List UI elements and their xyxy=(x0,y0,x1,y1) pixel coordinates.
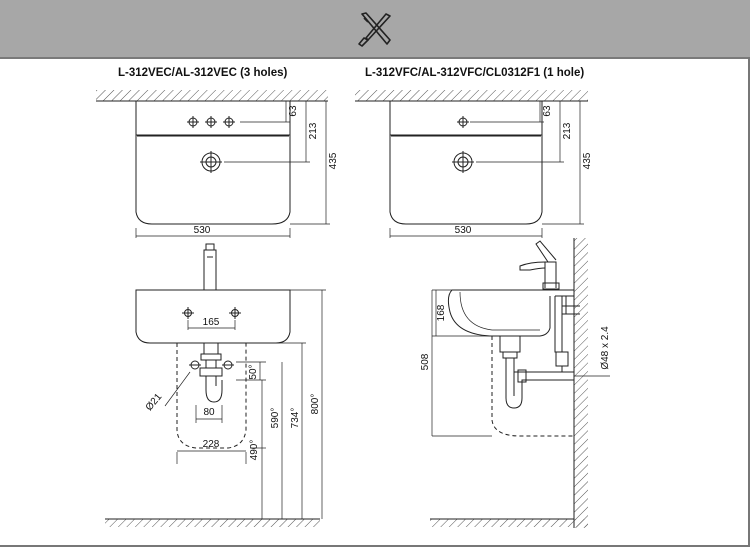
dim-basin-width: 530 xyxy=(194,225,211,236)
right-side-dims: 168 508 Ø48 x 2.4 xyxy=(420,304,611,370)
dim-inlet-height: 590° xyxy=(270,408,281,429)
dim-tap-spacing: 165 xyxy=(203,317,220,328)
wrench-screwdriver-icon xyxy=(358,12,391,47)
right-model-title: L-312VFC/AL-312VFC/CL0312F1 (1 hole) xyxy=(365,67,585,79)
dim-waste-diameter: Ø21 xyxy=(144,391,165,413)
dim-bowl-height: 168 xyxy=(436,304,447,321)
dim-basin-width: 530 xyxy=(455,225,472,236)
basin-side xyxy=(447,289,574,337)
dim-pedestal-height: 490° xyxy=(249,440,260,461)
wall-hatch xyxy=(96,90,328,101)
header-divider xyxy=(0,57,750,59)
dim-pedestal-width: 228 xyxy=(203,439,220,450)
dim-total-height: 508 xyxy=(420,353,431,370)
dim-waste-depth: 213 xyxy=(308,122,319,139)
tap-hole xyxy=(457,116,469,128)
trap-pipe xyxy=(505,378,574,409)
tap-holes xyxy=(187,116,235,128)
pedestal-outline xyxy=(176,343,247,449)
faucet-spout xyxy=(519,261,546,271)
right-top-dims: 530 63 213 435 xyxy=(455,105,593,236)
faucet-lever xyxy=(535,240,557,263)
dim-trap-height: 50° xyxy=(248,364,259,379)
dim-tap-offset: 63 xyxy=(288,105,299,117)
left-top-dims: 530 63 213 435 xyxy=(194,105,339,236)
dim-waste-depth: 213 xyxy=(562,122,573,139)
dim-trap-width: 80 xyxy=(203,407,215,418)
dim-basin-depth: 435 xyxy=(328,152,339,169)
left-front-view xyxy=(105,243,326,527)
basin-outline xyxy=(135,101,291,225)
dim-wall-pipe: Ø48 x 2.4 xyxy=(600,326,611,370)
tap-body xyxy=(203,249,217,291)
dim-tap-offset: 63 xyxy=(542,105,553,117)
right-side-view xyxy=(430,238,610,528)
frame-bottom-border xyxy=(0,545,750,547)
waste-hole xyxy=(200,151,222,173)
floor-hatch xyxy=(430,519,588,527)
left-front-dims: 165 Ø21 50° 80 228 490° 590° 734° 800° xyxy=(144,317,321,460)
left-top-view xyxy=(96,90,330,238)
dim-outlet-height: 734° xyxy=(290,408,301,429)
pedestal-outline xyxy=(491,336,574,437)
wall-hatch xyxy=(574,238,588,528)
waste-hole xyxy=(452,151,474,173)
trap-bend xyxy=(205,376,223,403)
right-top-view xyxy=(355,90,588,238)
dim-rim-height: 800° xyxy=(310,394,321,415)
waste-outlet xyxy=(203,343,219,355)
faucet-body xyxy=(544,261,557,288)
left-model-title: L-312VEC/AL-312VEC (3 holes) xyxy=(118,67,288,79)
wall-hatch xyxy=(355,90,588,101)
floor-hatch xyxy=(105,519,320,527)
dim-basin-depth: 435 xyxy=(582,152,593,169)
frame-right-border xyxy=(748,57,750,547)
